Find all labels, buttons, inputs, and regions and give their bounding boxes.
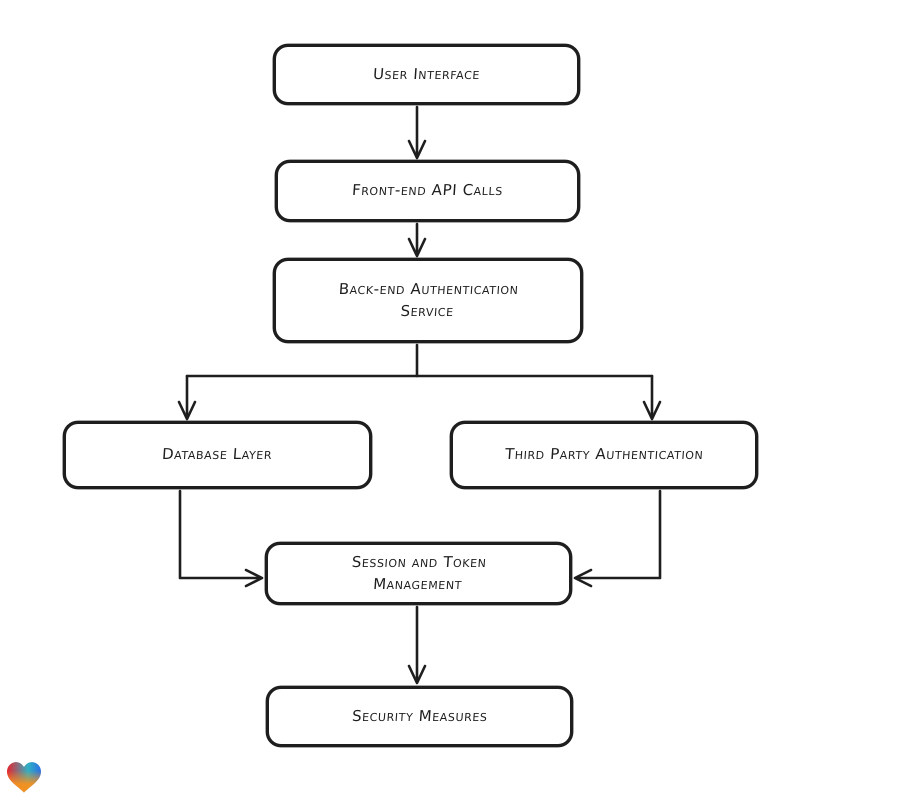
- node-database-layer-label: Database Layer: [161, 445, 274, 464]
- node-security-measures-label: Security Measures: [351, 706, 488, 725]
- edge-session-to-security: [407, 605, 427, 685]
- edge-database-to-session: [178, 489, 264, 588]
- node-user-interface: User Interface: [273, 44, 580, 105]
- node-third-party-authentication: Third Party Authentication: [450, 421, 758, 489]
- gradient-heart-logo[interactable]: [7, 761, 41, 795]
- node-third-party-authentication-label: Third Party Authentication: [504, 445, 704, 464]
- node-database-layer: Database Layer: [63, 421, 372, 489]
- edge-back-end-branch: [177, 343, 662, 421]
- node-user-interface-label: User Interface: [372, 64, 481, 83]
- node-session-and-token-management-label: Session and Token Management: [351, 552, 488, 593]
- edge-front-end-to-back-end: [407, 222, 427, 258]
- node-front-end-api-calls: Front-end API Calls: [275, 160, 580, 222]
- node-security-measures: Security Measures: [266, 686, 573, 747]
- node-front-end-api-calls-label: Front-end API Calls: [351, 181, 504, 200]
- node-back-end-authentication-service: Back-end Authentication Service: [273, 258, 583, 343]
- node-back-end-authentication-service-label: Back-end Authentication Service: [338, 279, 520, 320]
- edge-third-party-to-session: [573, 489, 662, 588]
- node-session-and-token-management: Session and Token Management: [265, 542, 572, 605]
- edge-user-interface-to-front-end: [407, 105, 427, 160]
